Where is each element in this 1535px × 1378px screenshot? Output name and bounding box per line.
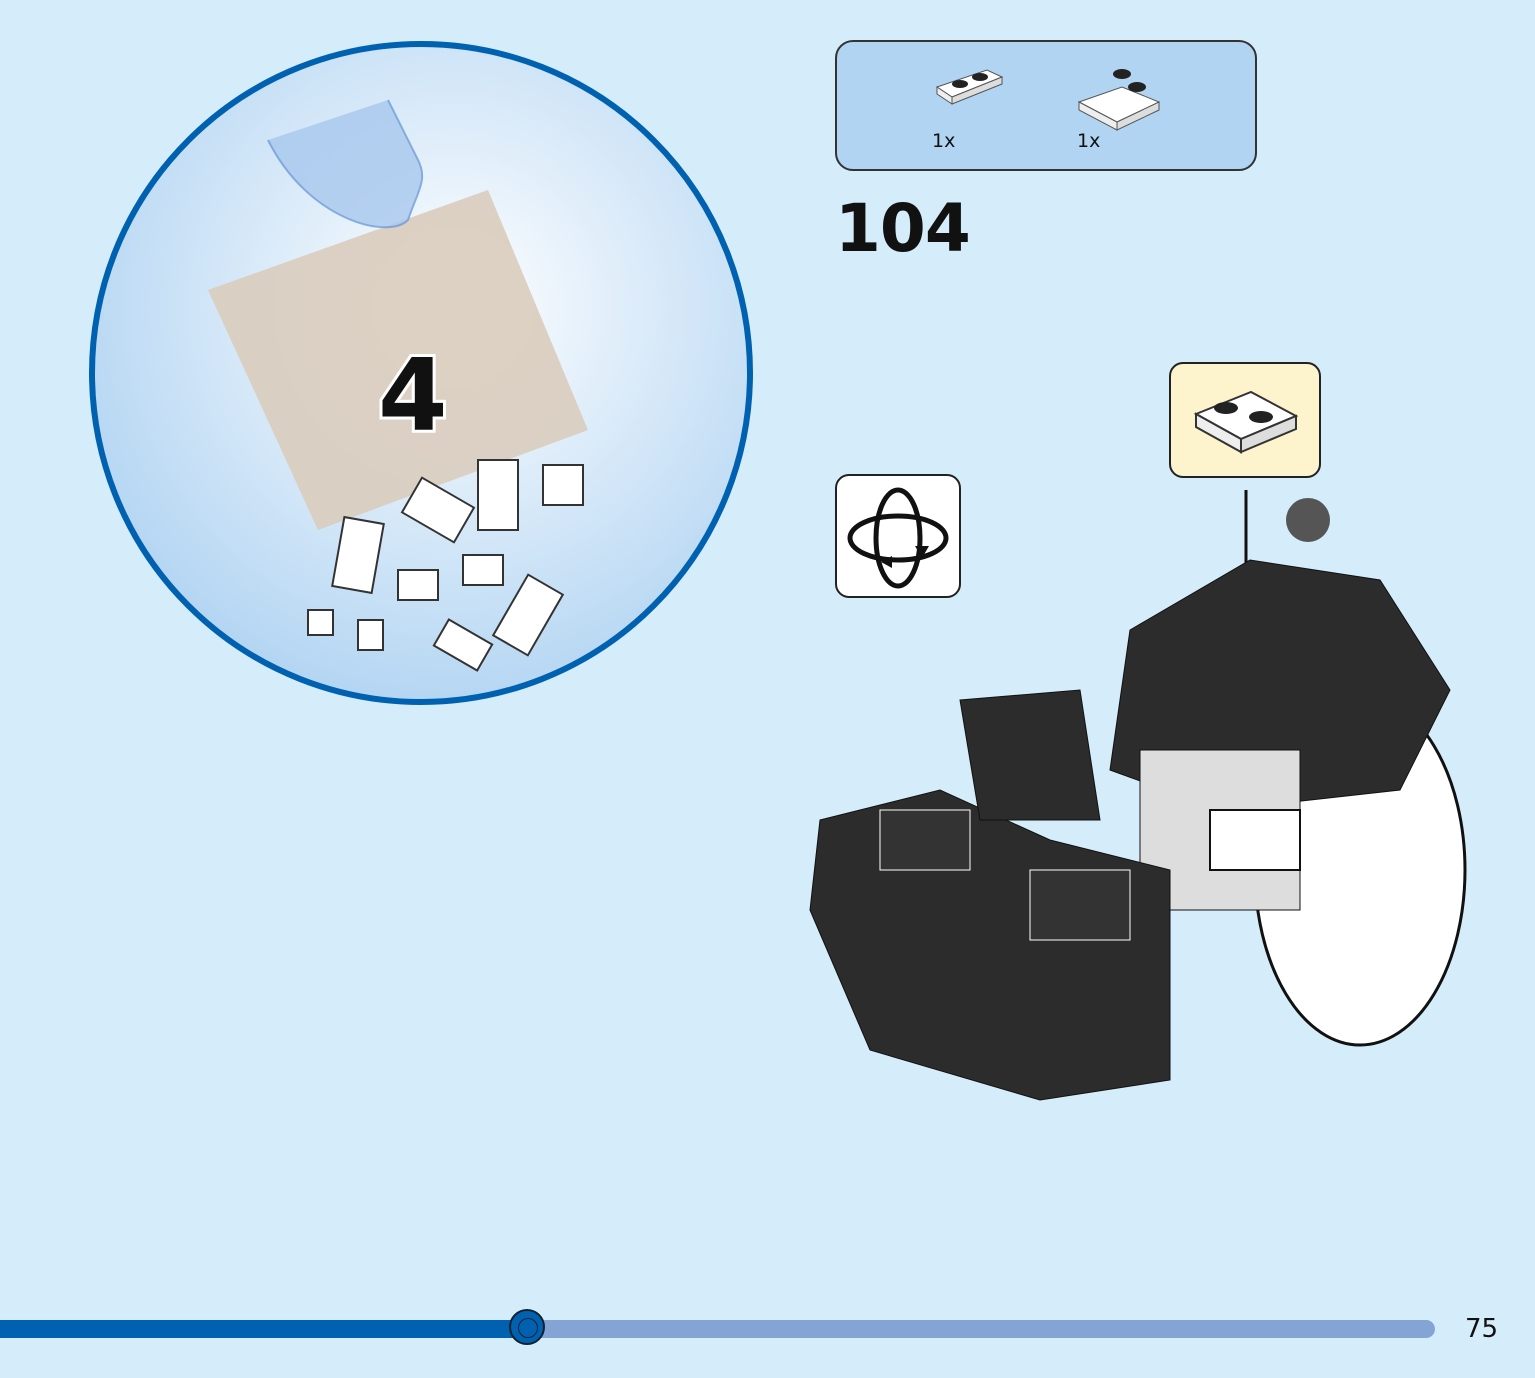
part-quantity: 1x xyxy=(932,130,956,152)
hand-icon xyxy=(267,99,424,229)
part-curved-slope: 1x xyxy=(1077,62,1177,152)
step-number: 104 xyxy=(835,190,971,267)
plate-1x2-callout-icon xyxy=(1193,390,1299,454)
open-bag-illustration: 4 xyxy=(89,41,753,705)
bag-icon xyxy=(208,190,588,530)
model-assembly-illustration xyxy=(809,490,1467,1101)
part-quantity: 1x xyxy=(1077,130,1101,152)
new-part-callout xyxy=(1169,362,1321,478)
rotate-model-icon xyxy=(847,487,949,589)
curved-slope-icon xyxy=(1077,69,1161,131)
part-plate-1x2: 1x xyxy=(932,62,1032,152)
plate-1x2-icon xyxy=(935,69,1004,105)
rotate-model-indicator xyxy=(835,474,961,598)
progress-fill xyxy=(0,1320,527,1338)
bricks-icon xyxy=(307,459,584,672)
bag-number: 4 xyxy=(378,337,448,454)
page-number: 75 xyxy=(1465,1314,1499,1344)
progress-bar xyxy=(0,1309,1435,1345)
progress-marker xyxy=(508,1309,545,1345)
parts-list-box: 1x 1x xyxy=(835,40,1257,171)
